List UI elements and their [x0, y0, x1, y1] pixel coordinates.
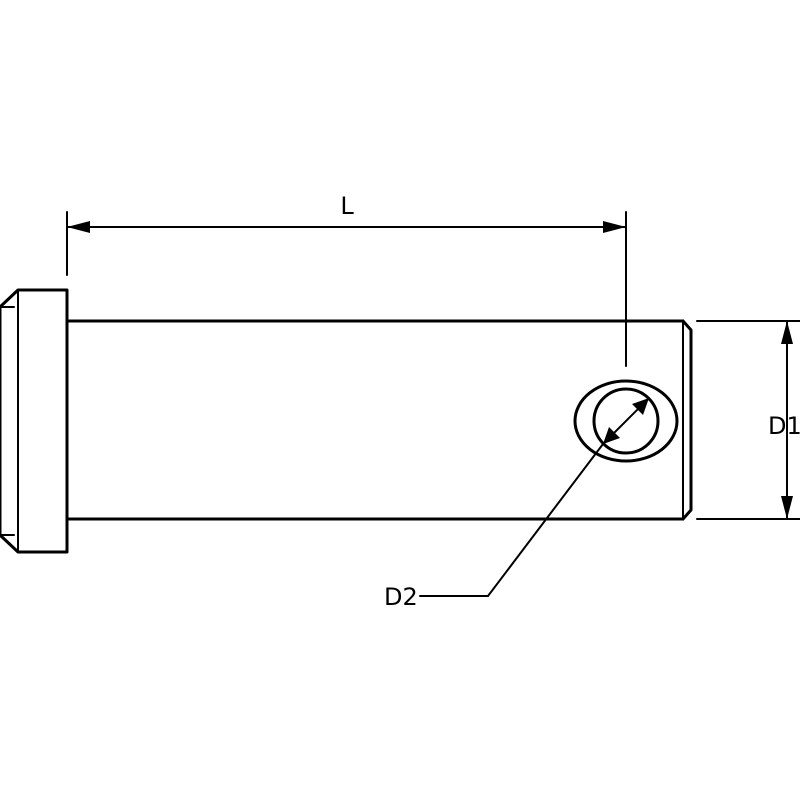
length-label: L	[340, 192, 354, 220]
shaft-diameter-label: D1	[768, 412, 800, 440]
hole-diameter-label: D2	[384, 583, 418, 611]
hole-diameter-arrow-lower	[603, 427, 620, 444]
pin-shaft	[65, 319, 693, 521]
pin-head	[0, 288, 69, 554]
length-arrow-left	[67, 221, 90, 233]
hole-diameter-dimension: D2	[384, 397, 650, 611]
shaft-diameter-arrow-top	[781, 321, 793, 344]
cross-hole	[573, 379, 679, 463]
shaft-diameter-dimension: D1	[696, 320, 800, 520]
shaft-diameter-arrow-bottom	[781, 496, 793, 519]
length-dimension: L	[66, 192, 627, 367]
hole-diameter-arrow-upper	[632, 398, 649, 415]
length-arrow-right	[603, 221, 626, 233]
